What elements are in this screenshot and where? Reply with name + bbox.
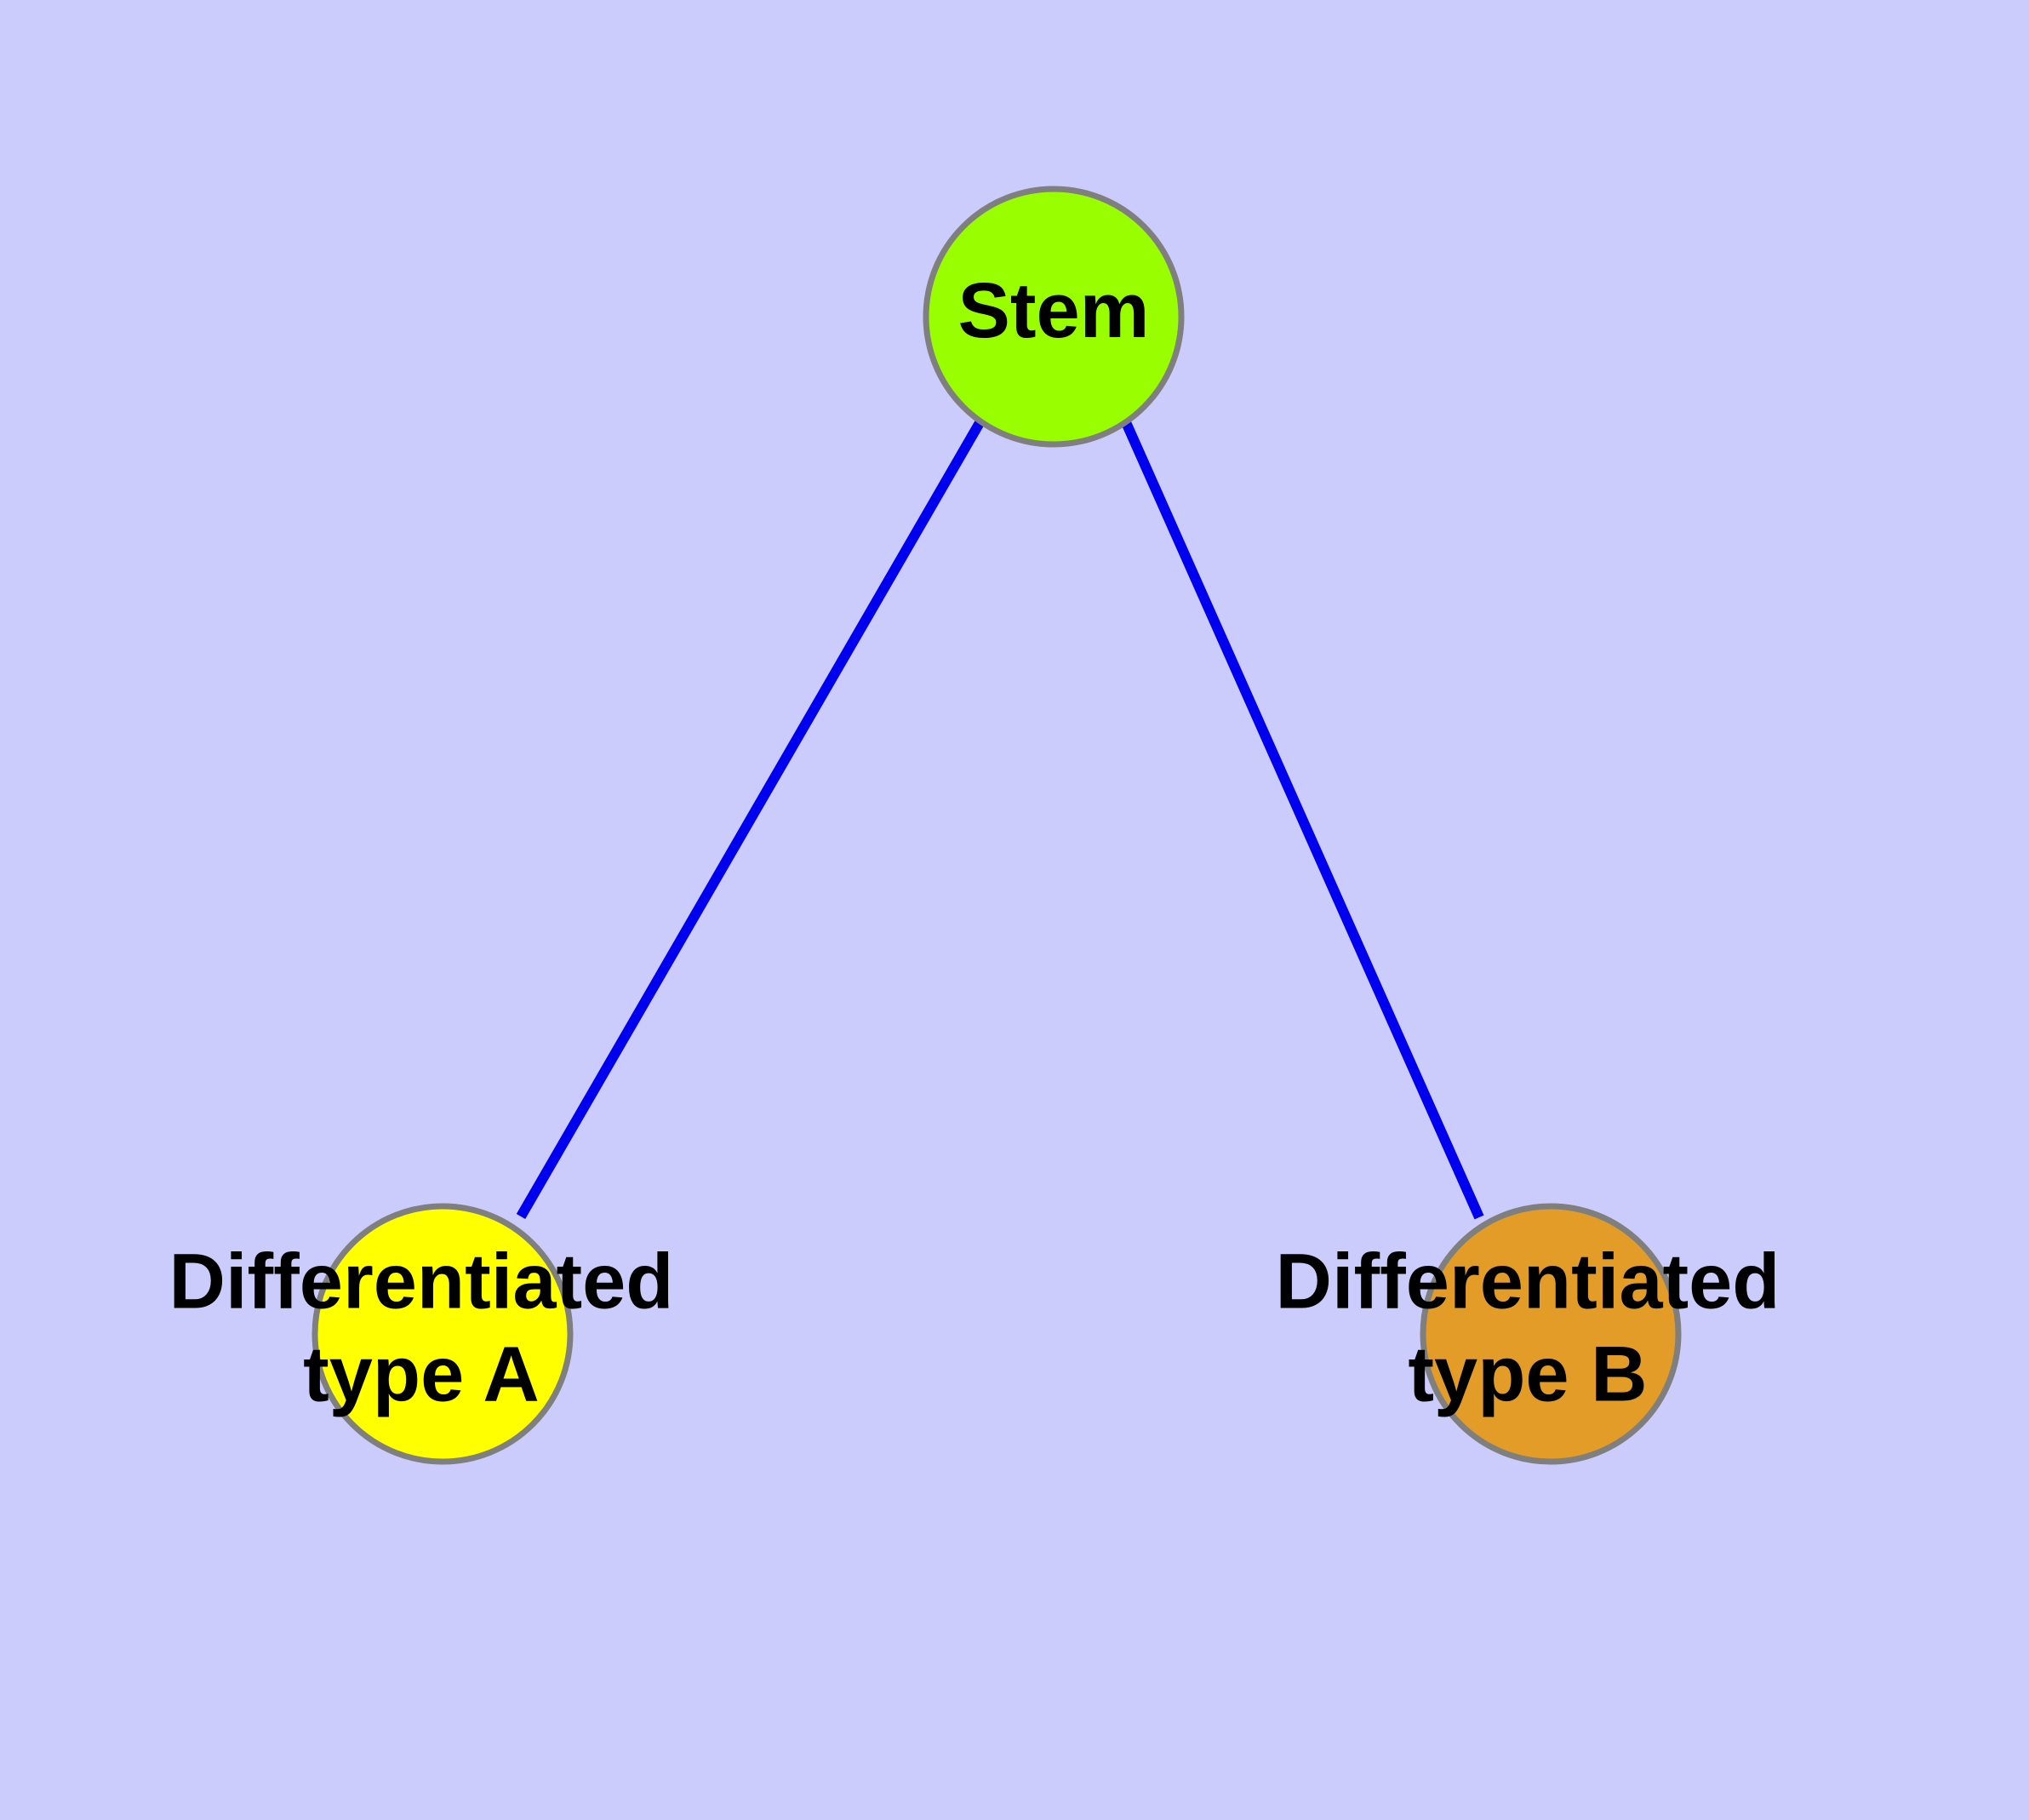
node-differentiated-type-a-circle[interactable] [311, 1203, 574, 1465]
label-line: type B [1408, 1331, 1647, 1418]
node-differentiated-type-b[interactable] [1420, 1203, 1682, 1465]
label-line: Stem [958, 267, 1150, 354]
label-line: type A [303, 1331, 540, 1418]
node-stem[interactable] [923, 186, 1185, 448]
edge-stem-to-differentiated-type-a[interactable] [516, 418, 986, 1220]
label-line: Differentiated [1276, 1239, 1780, 1325]
edge-layer [516, 418, 1484, 1220]
label-line: Differentiated [169, 1239, 674, 1325]
node-differentiated-type-b-circle[interactable] [1420, 1203, 1682, 1465]
node-layer [311, 186, 1682, 1465]
node-stem-circle[interactable] [923, 186, 1185, 448]
node-stem-label: Stem [958, 267, 1150, 354]
node-differentiated-type-a[interactable] [311, 1203, 574, 1465]
edge-stem-to-differentiated-type-b[interactable] [1120, 418, 1484, 1220]
